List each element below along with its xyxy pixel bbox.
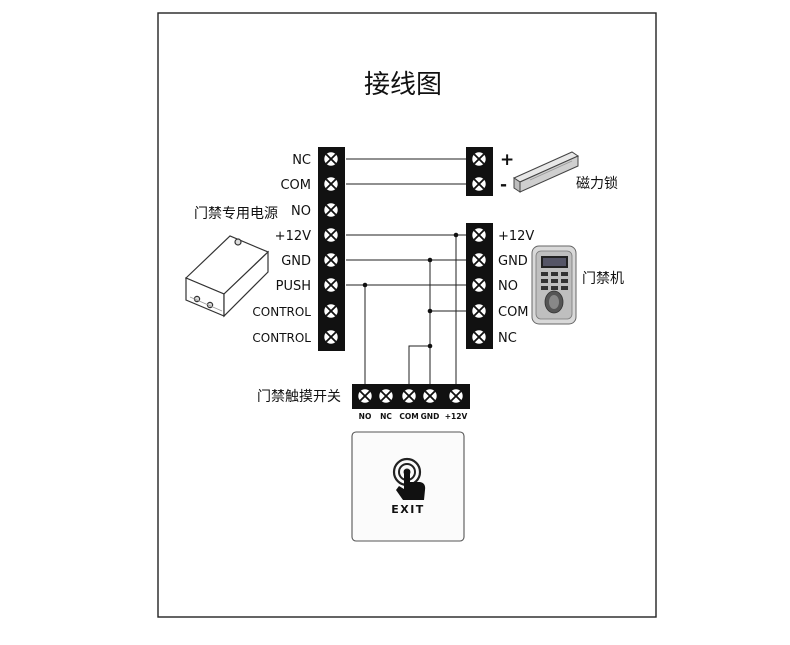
lock-terminal-labels: +- (500, 150, 514, 195)
switch-terminal-screw (400, 387, 418, 405)
controller-terminal-label: +12V (498, 229, 534, 244)
lock-terminal-label: + (500, 150, 514, 170)
power-supply-illustration (184, 235, 270, 318)
power-terminal-screw (322, 328, 340, 346)
controller-terminal-label: COM (498, 305, 529, 320)
lock-terminal-label: - (500, 175, 507, 195)
switch-terminal-screw (377, 387, 395, 405)
power-terminal-label: CONTROL (252, 331, 311, 345)
power-terminal-screw (322, 302, 340, 320)
power-supply-label: 门禁专用电源 (194, 206, 278, 222)
power-terminal-screw (322, 276, 340, 294)
power-terminal-label: PUSH (276, 279, 311, 294)
power-terminal-label: COM (280, 178, 311, 193)
power-terminal-screw (322, 201, 340, 219)
wire-switch-com-jumper (408, 345, 430, 385)
controller-terminal-labels: +12V GND NO COM NC (498, 229, 534, 346)
controller-terminal-screw (470, 276, 488, 294)
controller-terminal-screw (470, 302, 488, 320)
switch-terminal-label: COM (399, 412, 418, 421)
access-controller-label: 门禁机 (582, 271, 624, 287)
controller-terminal-screw (470, 328, 488, 346)
controller-terminal-screw (470, 226, 488, 244)
power-terminal-screw (322, 175, 340, 193)
wire-junctions (362, 232, 459, 349)
switch-terminal-label: NO (359, 412, 372, 421)
power-terminal-label: GND (281, 254, 311, 269)
power-terminal-screw (322, 251, 340, 269)
power-terminal-label: +12V (275, 229, 311, 244)
switch-terminal-label: NC (380, 412, 392, 421)
power-terminal-label: CONTROL (252, 305, 311, 319)
switch-terminal-label: +12V (445, 412, 468, 421)
switch-terminal-screw (421, 387, 439, 405)
controller-terminal-label: NC (498, 331, 517, 346)
magnetic-lock-illustration (512, 151, 580, 193)
exit-button-illustration: EXIT (351, 431, 465, 542)
magnetic-lock-label: 磁力锁 (576, 176, 618, 192)
lock-terminal-screw (470, 150, 488, 168)
wires (346, 158, 470, 385)
lock-terminal-block (466, 147, 493, 196)
lock-terminal-screw (470, 175, 488, 193)
diagram-title: 接线图 (364, 70, 442, 100)
power-terminal-label: NC (292, 153, 311, 168)
controller-terminal-screw (470, 251, 488, 269)
switch-terminal-screw (356, 387, 374, 405)
power-terminal-labels: NC COM NO +12V GND PUSH CONTROL CONTROL (252, 153, 311, 345)
access-controller-illustration (531, 245, 577, 325)
power-terminal-label: NO (291, 204, 311, 219)
controller-terminal-label: NO (498, 279, 518, 294)
touch-hand-icon (392, 457, 426, 500)
exit-button-text: EXIT (391, 503, 425, 516)
switch-terminal-screw (447, 387, 465, 405)
switch-terminal-label: GND (421, 412, 440, 421)
switch-terminal-block (352, 384, 470, 409)
controller-terminal-block (466, 223, 493, 349)
controller-terminal-label: GND (498, 254, 528, 269)
exit-switch-label: 门禁触摸开关 (257, 389, 341, 405)
power-terminal-block (318, 147, 345, 351)
power-terminal-screw (322, 150, 340, 168)
power-terminal-screw (322, 226, 340, 244)
